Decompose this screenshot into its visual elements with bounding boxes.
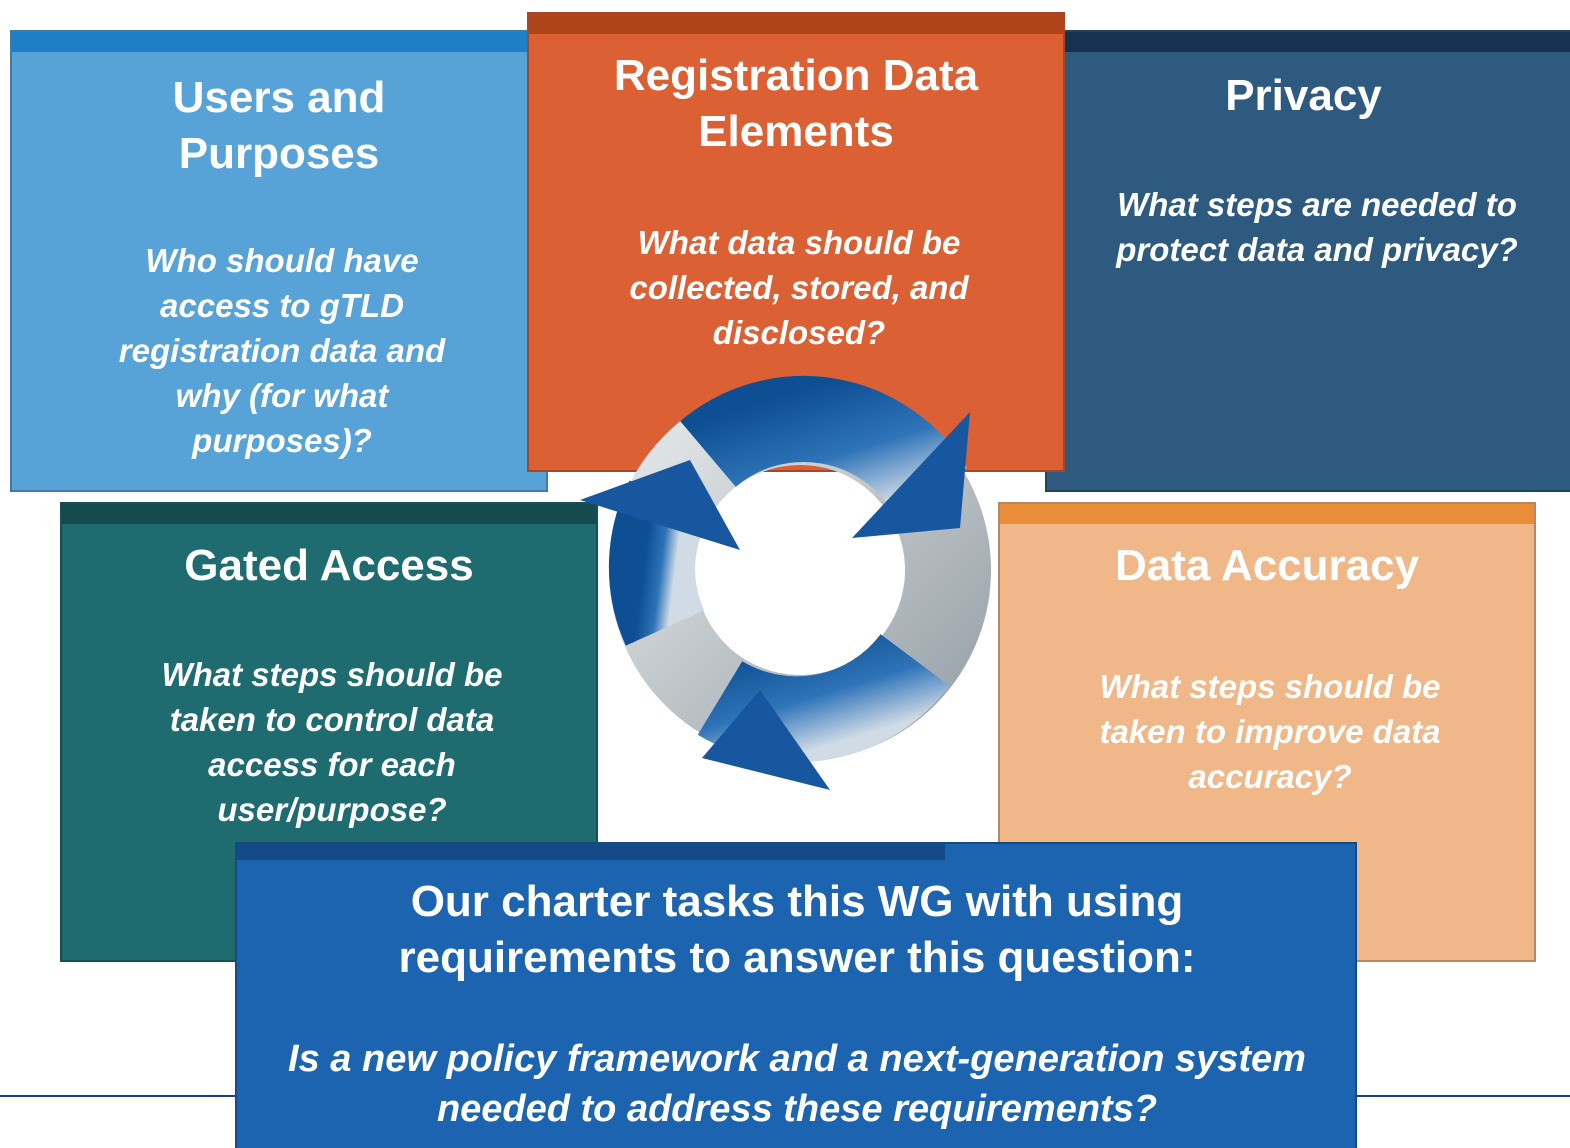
privacy-box-top-bar bbox=[1047, 32, 1570, 52]
gated-box-top-bar bbox=[62, 504, 596, 524]
charter-box: Our charter tasks this WG with using req… bbox=[235, 842, 1357, 1148]
users-and-purposes-box: Users and Purposes Who should have acces… bbox=[10, 30, 548, 492]
privacy-box-title: Privacy bbox=[1225, 71, 1382, 120]
privacy-box-question: What steps are needed to protect data an… bbox=[1116, 186, 1518, 268]
users-box-top-bar bbox=[12, 32, 546, 52]
accuracy-box-question: What steps should be taken to improve da… bbox=[1099, 668, 1441, 795]
accuracy-box-title: Data Accuracy bbox=[1114, 541, 1420, 590]
users-box-question: Who should have access to gTLD registrat… bbox=[118, 242, 446, 459]
users-box-title: Users and Purposes bbox=[172, 73, 386, 178]
privacy-box: Privacy What steps are needed to protect… bbox=[1045, 30, 1570, 492]
registration-box-top-bar bbox=[529, 14, 1063, 34]
charter-statement: Our charter tasks this WG with using req… bbox=[398, 877, 1196, 982]
charter-question: Is a new policy framework and a next-gen… bbox=[288, 1038, 1306, 1130]
gated-box-title: Gated Access bbox=[184, 541, 474, 590]
charter-box-top-bar bbox=[237, 844, 945, 860]
accuracy-box-top-bar bbox=[1000, 504, 1534, 524]
registration-box-title: Registration Data Elements bbox=[613, 51, 979, 156]
cycle-arrows-icon bbox=[580, 376, 991, 790]
left-divider-line bbox=[0, 1095, 240, 1097]
right-divider-line bbox=[1355, 1095, 1570, 1097]
gated-box-question: What steps should be taken to control da… bbox=[161, 656, 503, 828]
registration-box-question: What data should be collected, stored, a… bbox=[629, 224, 969, 351]
registration-data-elements-box: Registration Data Elements What data sho… bbox=[527, 12, 1065, 472]
